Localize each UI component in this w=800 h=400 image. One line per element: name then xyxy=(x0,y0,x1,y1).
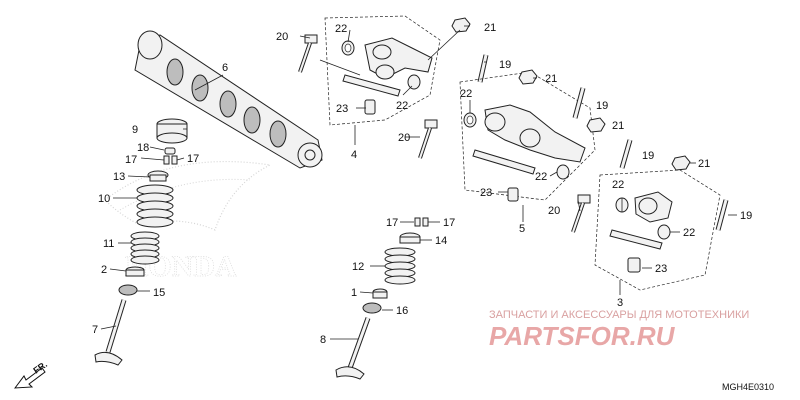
callout-22: 22 xyxy=(612,179,624,191)
callout-21: 21 xyxy=(698,158,710,170)
callout-13: 13 xyxy=(113,171,125,183)
callout-4: 4 xyxy=(351,149,357,161)
callout-15: 15 xyxy=(153,287,165,299)
callout-22: 22 xyxy=(535,171,547,183)
honda-wing-logo: HONDA xyxy=(104,160,272,283)
callout-17: 17 xyxy=(125,154,137,166)
callout-22: 22 xyxy=(335,23,347,35)
callout-23: 23 xyxy=(655,263,667,275)
direction-label: FR. xyxy=(31,359,49,376)
watermark-caption: ЗАПЧАСТИ И АКСЕССУАРЫ ДЛЯ МОТОТЕХНИКИ xyxy=(489,309,749,321)
callout-12: 12 xyxy=(352,261,364,273)
callout-23: 23 xyxy=(336,103,348,115)
callout-17: 17 xyxy=(443,217,455,229)
left-valve-stack xyxy=(94,118,188,366)
middle-spring xyxy=(384,247,416,285)
callout-21: 21 xyxy=(612,120,624,132)
callout-10: 10 xyxy=(98,193,110,205)
callout-14: 14 xyxy=(435,235,447,247)
valve-middle xyxy=(335,317,371,380)
callout-11: 11 xyxy=(103,238,114,250)
front-direction-arrow: FR. xyxy=(13,359,49,389)
callout-16: 16 xyxy=(396,305,408,317)
callout-19: 19 xyxy=(499,59,511,71)
callout-1: 1 xyxy=(351,287,357,299)
callout-17: 17 xyxy=(187,153,199,165)
callout-19: 19 xyxy=(740,210,752,222)
outer-spring xyxy=(136,184,174,228)
callout-21: 21 xyxy=(484,22,496,34)
callout-21: 21 xyxy=(545,73,557,85)
callout-20: 20 xyxy=(276,31,288,43)
callout-22: 22 xyxy=(396,100,408,112)
callout-17: 17 xyxy=(386,217,398,229)
callout-22: 22 xyxy=(460,88,472,100)
callout-22: 22 xyxy=(683,227,695,239)
callout-9: 9 xyxy=(132,124,138,136)
callout-20: 20 xyxy=(398,132,410,144)
watermark-brand: PARTSFOR.RU xyxy=(489,321,676,351)
rocker-assembly-5 xyxy=(418,69,633,202)
callout-8: 8 xyxy=(320,334,326,346)
rocker-assembly-4 xyxy=(298,15,489,126)
leader-lines xyxy=(100,25,737,340)
valve-left xyxy=(94,299,127,366)
callout-20: 20 xyxy=(548,205,560,217)
callout-2: 2 xyxy=(101,264,107,276)
callout-3: 3 xyxy=(617,297,623,309)
callout-numbers: 20 22 21 19 6 22 23 4 20 22 21 19 21 19 … xyxy=(92,22,752,346)
callout-18: 18 xyxy=(137,142,149,154)
callout-23: 23 xyxy=(480,187,492,199)
inner-spring xyxy=(130,231,160,265)
rocker-assembly-3 xyxy=(571,155,729,291)
callout-19: 19 xyxy=(642,150,654,162)
callout-6: 6 xyxy=(222,62,228,74)
callout-7: 7 xyxy=(92,324,98,336)
camshaft xyxy=(134,30,323,169)
callout-5: 5 xyxy=(519,223,525,235)
middle-valve-stack xyxy=(335,217,429,380)
callout-19: 19 xyxy=(596,100,608,112)
diagram-code: MGH4E0310 xyxy=(722,382,774,392)
